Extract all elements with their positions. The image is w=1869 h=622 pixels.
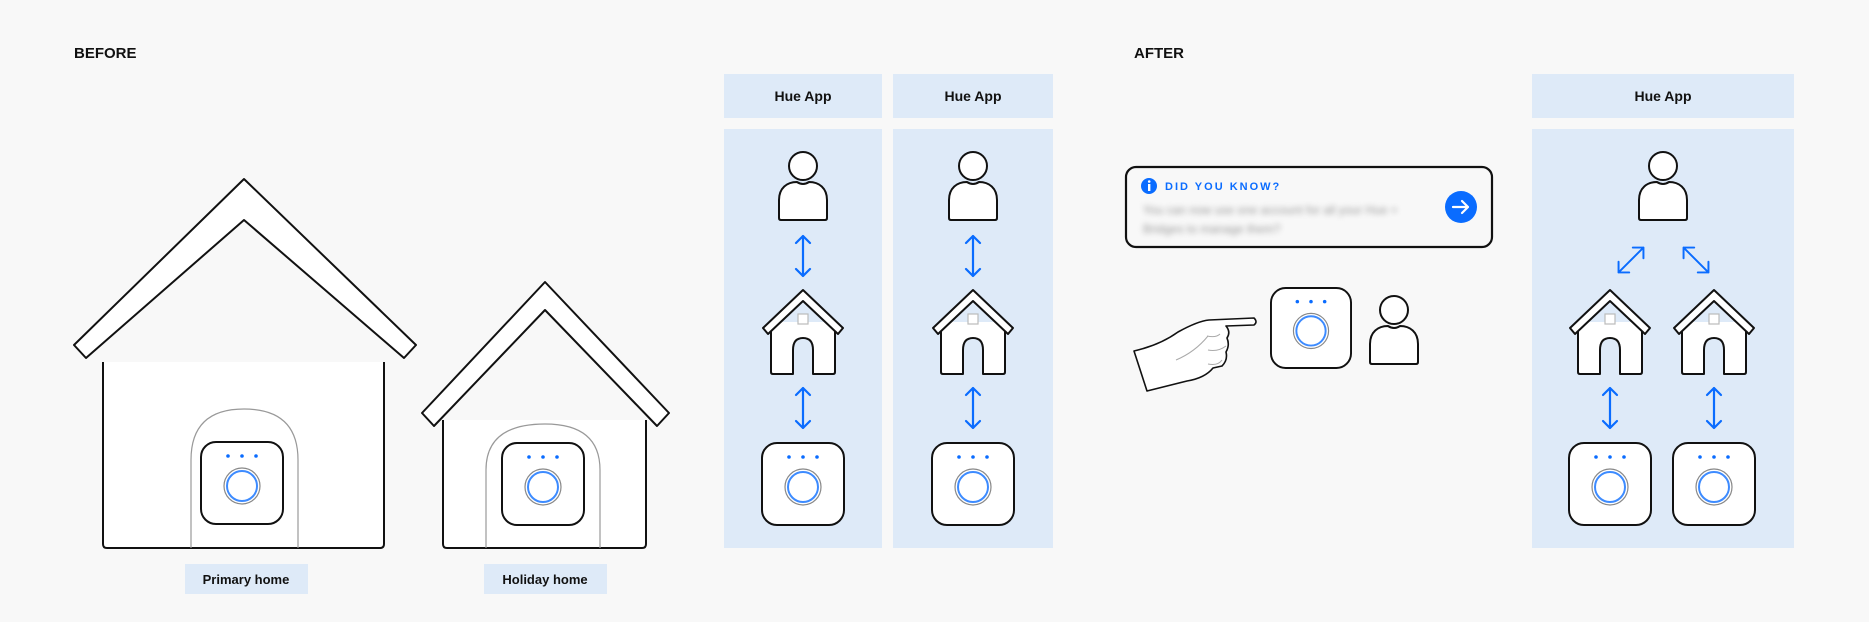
hue-app-panel-1: Hue App bbox=[724, 74, 882, 548]
holiday-home-label: Holiday home bbox=[502, 572, 587, 587]
hue-bridge-icon bbox=[1270, 287, 1352, 369]
tip-body-line-1: You can now use one account for all your… bbox=[1143, 203, 1398, 217]
hue-bridge-icon bbox=[200, 441, 284, 525]
holiday-home-label-bg bbox=[484, 564, 607, 594]
before-heading: BEFORE bbox=[74, 45, 137, 62]
hue-app-header: Hue App bbox=[774, 88, 831, 104]
hue-app-header: Hue App bbox=[944, 88, 1001, 104]
did-you-know-card[interactable]: DID YOU KNOW? You can now use one accoun… bbox=[1124, 165, 1494, 249]
hue-bridge-icon bbox=[931, 442, 1015, 526]
holiday-home-illustration bbox=[421, 281, 670, 549]
user-icon bbox=[1369, 295, 1419, 365]
tip-title: DID YOU KNOW? bbox=[1165, 181, 1281, 193]
hue-bridge-icon bbox=[1568, 442, 1652, 526]
tip-body-line-2: Bridges to manage them? bbox=[1143, 222, 1281, 236]
hue-bridge-icon bbox=[501, 442, 585, 526]
hue-app-header: Hue App bbox=[1634, 88, 1691, 104]
hue-app-panel-2: Hue App bbox=[893, 74, 1053, 548]
hand-pointing-icon bbox=[1133, 317, 1257, 392]
hue-bridge-icon bbox=[761, 442, 845, 526]
after-heading: AFTER bbox=[1134, 45, 1184, 62]
primary-home-label-bg bbox=[185, 564, 308, 594]
hue-app-panel-after: Hue App bbox=[1532, 74, 1794, 548]
hue-bridge-icon bbox=[1672, 442, 1756, 526]
primary-home-label: Primary home bbox=[203, 572, 290, 587]
primary-home-illustration bbox=[73, 178, 417, 549]
next-arrow-button[interactable] bbox=[1445, 191, 1477, 223]
arrow-right-icon bbox=[1451, 199, 1470, 215]
